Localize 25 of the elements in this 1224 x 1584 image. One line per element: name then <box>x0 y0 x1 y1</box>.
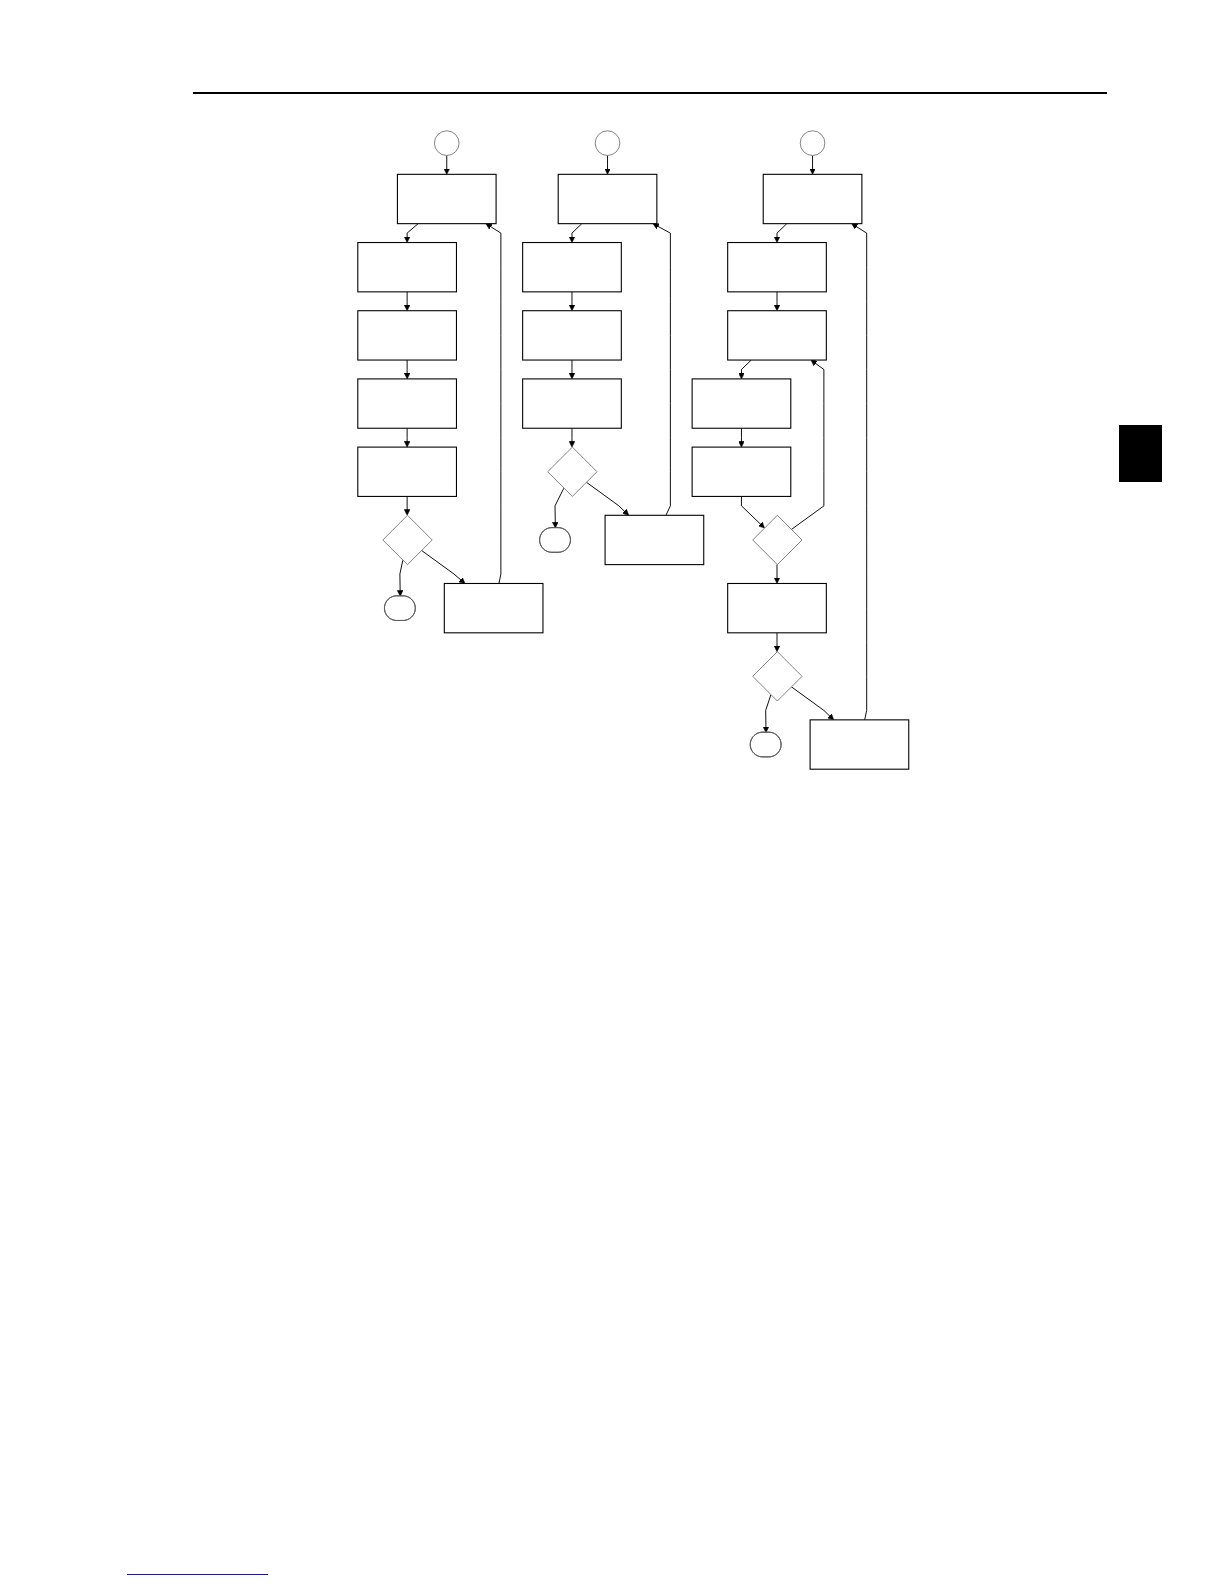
node-box <box>356 378 457 429</box>
node-box <box>356 242 457 293</box>
node-box <box>809 719 910 770</box>
node-box <box>762 173 863 225</box>
node-box <box>691 446 792 497</box>
node-diamond <box>547 446 598 497</box>
node-diamond <box>752 651 803 702</box>
node-box <box>726 310 827 361</box>
node-circle <box>433 130 460 156</box>
node-box <box>604 514 704 566</box>
node-box <box>521 242 622 293</box>
node-box <box>691 378 792 429</box>
node-box <box>726 582 827 634</box>
node-box <box>726 242 827 293</box>
node-circle <box>594 130 620 156</box>
node-box <box>356 310 457 361</box>
node-box <box>557 173 658 225</box>
node-box <box>521 310 622 361</box>
node-circle <box>799 130 825 156</box>
node-box <box>356 446 457 497</box>
node-diamond <box>752 514 803 565</box>
node-box <box>521 378 622 429</box>
node-diamond <box>382 514 433 565</box>
node-box <box>443 582 544 634</box>
node-box <box>396 173 497 225</box>
